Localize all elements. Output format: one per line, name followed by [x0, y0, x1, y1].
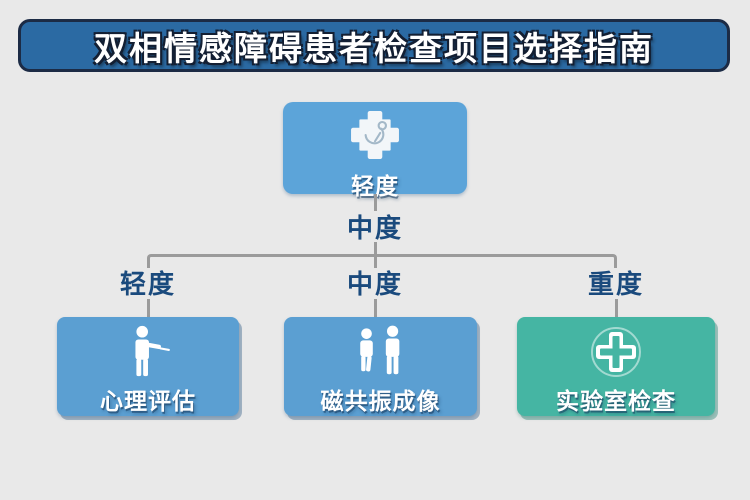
connector-root-down — [374, 194, 377, 211]
node-label-mri: 磁共振成像 — [320, 388, 441, 414]
connector-center-drop — [374, 254, 377, 268]
branch-label-moderate: 中度 — [346, 268, 403, 299]
connector-horizontal — [147, 254, 617, 268]
node-label-lab-test: 实验室检查 — [556, 388, 676, 414]
medical-cross-stethoscope-icon — [350, 110, 400, 165]
page-title: 双相情感障碍患者检查项目选择指南 — [94, 29, 654, 67]
node-mri: 磁共振成像 — [284, 317, 477, 416]
mid-severity-label: 中度 — [346, 212, 403, 243]
root-node: 轻度 — [283, 102, 467, 199]
connector-left-stub — [147, 299, 150, 321]
clinician-person-icon — [122, 324, 174, 380]
connector-mid-down — [374, 242, 377, 254]
node-psych-assessment: 心理评估 — [57, 317, 239, 416]
branch-label-mild: 轻度 — [119, 268, 176, 299]
connector-right-stub — [615, 299, 618, 321]
two-patients-icon — [349, 324, 413, 380]
medical-cross-circle-icon — [588, 324, 644, 380]
node-label-psych-assessment: 心理评估 — [100, 388, 196, 414]
branch-label-severe: 重度 — [587, 268, 644, 299]
connector-center-stub — [374, 299, 377, 321]
title-banner: 双相情感障碍患者检查项目选择指南 — [18, 19, 730, 72]
node-lab-test: 实验室检查 — [517, 317, 715, 416]
